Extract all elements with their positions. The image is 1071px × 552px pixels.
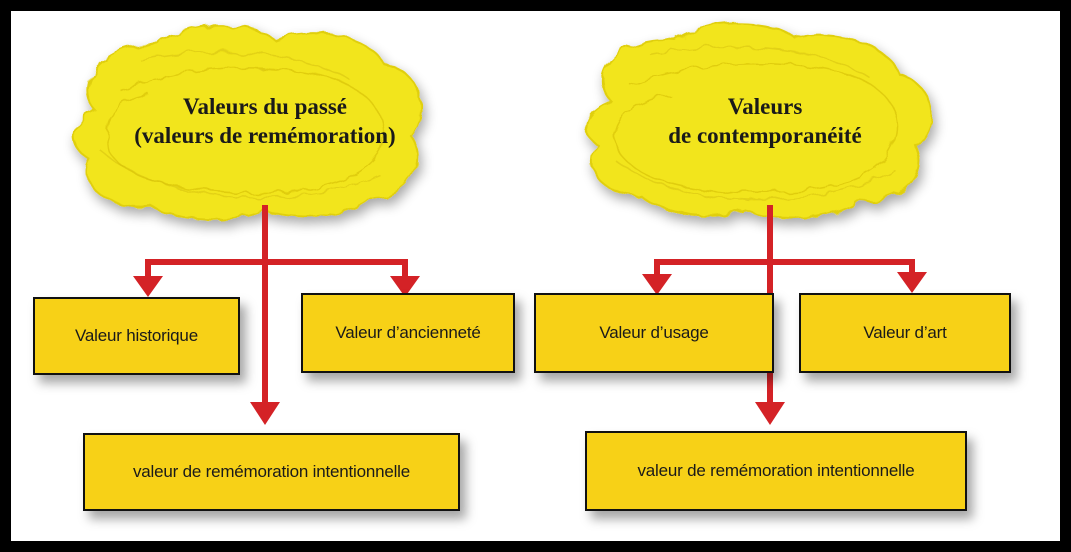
box-valeur-art: Valeur d’art bbox=[799, 293, 1011, 373]
arrowheads-left bbox=[133, 276, 420, 425]
cloud-right-title: Valeurs de contemporanéité bbox=[620, 92, 910, 150]
box-valeur-art-label: Valeur d’art bbox=[863, 323, 947, 342]
arrows-left bbox=[145, 205, 408, 409]
cloud-right bbox=[584, 22, 932, 220]
box-right-remémoration-label: valeur de remémoration intentionnelle bbox=[637, 461, 915, 480]
arrowheads-right bbox=[642, 272, 927, 425]
cloud-left bbox=[72, 24, 422, 221]
box-valeur-usage: Valeur d’usage bbox=[534, 293, 774, 373]
arrowhead-left-2 bbox=[390, 276, 420, 297]
box-valeur-anciennete: Valeur d’ancienneté bbox=[301, 293, 515, 373]
arrowhead-left-3 bbox=[250, 402, 280, 425]
arrow-left-branch bbox=[145, 259, 408, 283]
box-valeur-usage-label: Valeur d’usage bbox=[599, 323, 709, 342]
arrow-right-branch bbox=[654, 259, 915, 281]
box-left-remémoration: valeur de remémoration intentionnelle bbox=[83, 433, 460, 511]
cloud-left-line1: Valeurs du passé bbox=[182, 94, 348, 119]
arrowhead-left-1 bbox=[133, 276, 163, 297]
box-valeur-anciennete-label: Valeur d’ancienneté bbox=[335, 323, 481, 342]
cloud-right-line2: de contemporanéité bbox=[668, 123, 862, 148]
box-valeur-historique: Valeur historique bbox=[33, 297, 240, 375]
box-right-remémoration: valeur de remémoration intentionnelle bbox=[585, 431, 967, 511]
arrowhead-right-1 bbox=[642, 274, 672, 295]
cloud-right-line1: Valeurs bbox=[727, 94, 803, 119]
box-valeur-historique-label: Valeur historique bbox=[75, 326, 198, 345]
arrowhead-right-3 bbox=[755, 402, 785, 425]
arrowhead-right-2 bbox=[897, 272, 927, 293]
box-left-remémoration-label: valeur de remémoration intentionnelle bbox=[132, 462, 411, 481]
cloud-left-line2: (valeurs de remémoration) bbox=[134, 123, 396, 148]
cloud-left-title: Valeurs du passé (valeurs de remémoratio… bbox=[105, 92, 425, 150]
